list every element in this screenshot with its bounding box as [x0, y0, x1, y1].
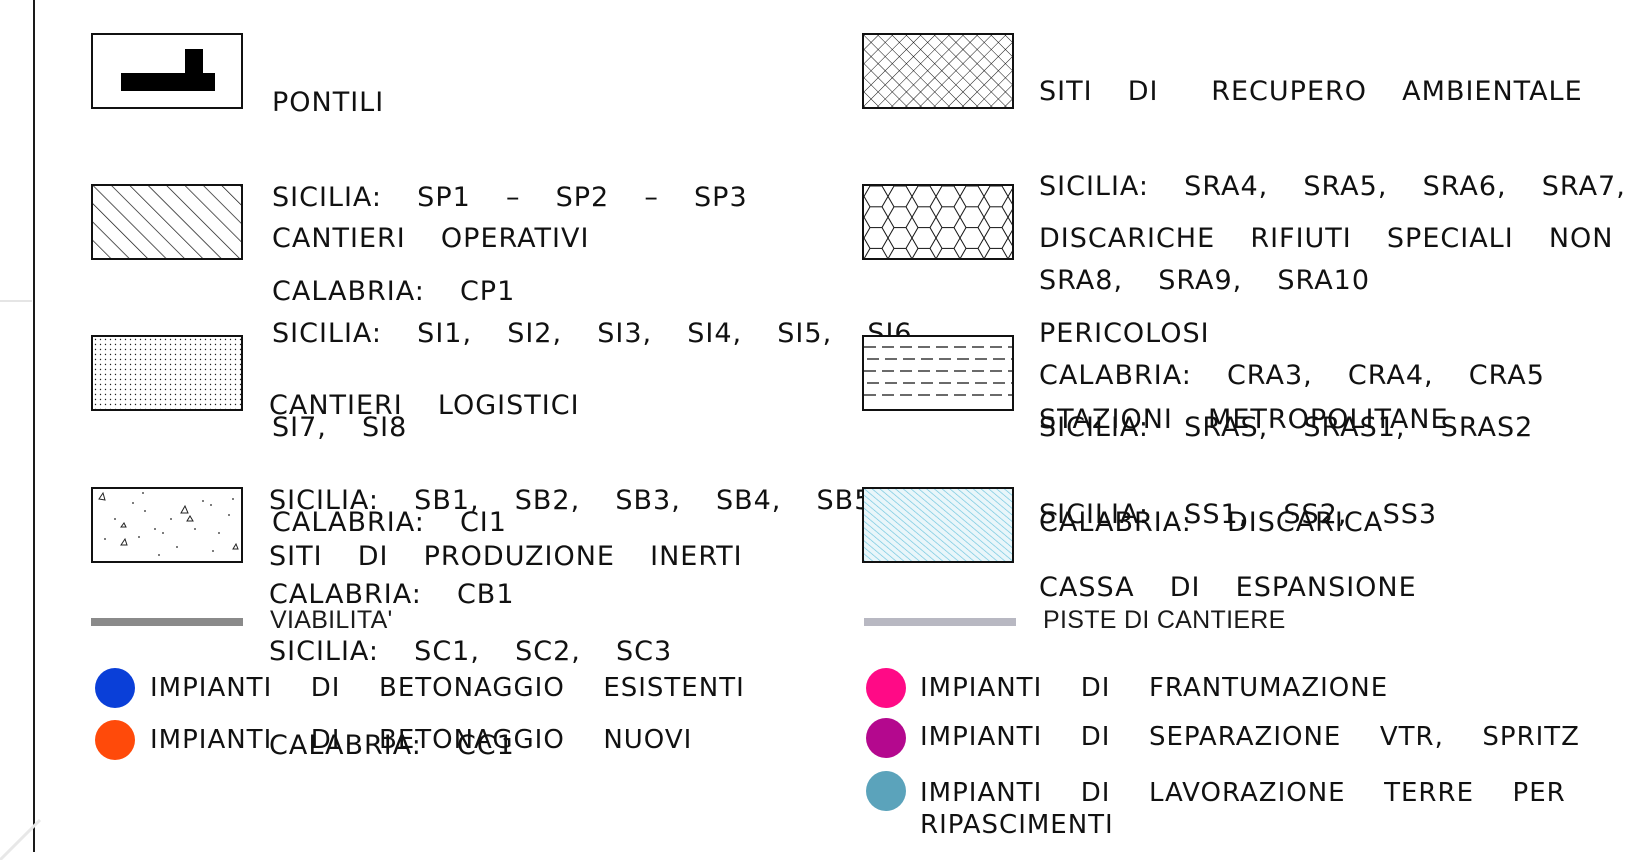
- betonaggio-nuovi-label: IMPIANTI DI BETONAGGIO NUOVI: [150, 725, 693, 755]
- legend-entry-line: CALABRIA: DISCARICA: [1039, 506, 1384, 538]
- frame-border-line: [33, 0, 35, 852]
- separazione-label: IMPIANTI DI SEPARAZIONE VTR, SPRITZ: [920, 722, 1580, 752]
- legend-entry-line: SICILIA: SRAS, SRAS1, SRAS2: [1039, 412, 1534, 443]
- legend-entry-line: SICILIA: SI1, SI2, SI3, SI4, SI5, SI6,: [272, 317, 923, 349]
- lavorazione-terre-label: IMPIANTI DI LAVORAZIONE TERRE PER: [920, 778, 1566, 808]
- lavorazione-terre-label-line2: RIPASCIMENTI: [920, 810, 1114, 840]
- legend-entry-title: STAZIONI METROPOLITANE: [1039, 404, 1449, 435]
- legend-entry-pontili: PONTILI SICILIA: SP1 – SP2 – SP3 CALABRI…: [272, 24, 748, 339]
- cantieri-operativi-hatch-symbol: [91, 184, 243, 260]
- legend-entry-discariche: DISCARICHE RIFIUTI SPECIALI NON PERICOLO…: [1039, 160, 1614, 570]
- legend-entry-cantieri-logistici: CANTIERI LOGISTICI SICILIA: SB1, SB2, SB…: [269, 327, 872, 642]
- legend-entry-line: CALABRIA: CP1: [272, 276, 516, 307]
- siti-recupero-ambientale-crosshatch-symbol: [862, 33, 1014, 109]
- legend-entry-line: CALABRIA: CB1: [269, 579, 515, 610]
- viabilita-line-sample: [91, 618, 243, 626]
- legend-entry-stazioni-metropolitane: STAZIONI METROPOLITANE SICILIA: SS1, SS2…: [1039, 341, 1449, 562]
- pontili-symbol: [91, 33, 243, 109]
- legend-entry-title: PONTILI: [272, 87, 385, 118]
- betonaggio-esistenti-dot: [95, 668, 135, 708]
- legend-entry-line: CALABRIA: CRA3, CRA4, CRA5: [1039, 359, 1545, 391]
- legend-entry-line: PERICOLOSI: [1039, 317, 1210, 349]
- cassa-espansione-symbol: [862, 487, 1014, 563]
- legend-entry-title: CASSA DI ESPANSIONE: [1039, 572, 1417, 603]
- legend-entry-cantieri-operativi: CANTIERI OPERATIVI SICILIA: SI1, SI2, SI…: [272, 160, 922, 570]
- legend-entry-line: SICILIA: SP1 – SP2 – SP3: [272, 181, 748, 213]
- betonaggio-esistenti-label: IMPIANTI DI BETONAGGIO ESISTENTI: [150, 673, 745, 703]
- legend-entry-title: CANTIERI OPERATIVI: [272, 223, 590, 254]
- legend-entry-cassa-espansione: CASSA DI ESPANSIONE: [1039, 509, 1417, 635]
- frantumazione-label: IMPIANTI DI FRANTUMAZIONE: [920, 673, 1389, 703]
- cantieri-logistici-dot-symbol: [91, 335, 243, 411]
- viabilita-label: VIABILITA': [270, 606, 393, 634]
- legend-entry-line: SICILIA: SC1, SC2, SC3: [269, 635, 673, 667]
- legend-entry-title: DISCARICHE RIFIUTI SPECIALI NON: [1039, 223, 1614, 254]
- frame-corner-mark: [0, 818, 42, 860]
- legend-entry-line: CALABRIA: CC1: [269, 730, 515, 761]
- piste-cantiere-label: PISTE DI CANTIERE: [1043, 606, 1286, 634]
- legend-entry-line: CALABRIA: CI1: [272, 506, 507, 538]
- separazione-dot: [866, 718, 906, 758]
- frame-tick-mark: [0, 300, 32, 302]
- siti-produzione-inerti-symbol: [91, 487, 243, 563]
- legend-entry-line: SICILIA: SS1, SS2, SS3: [1039, 498, 1438, 530]
- legend-entry-line: SRA8, SRA9, SRA10: [1039, 265, 1371, 296]
- legend-entry-title: SITI DI PRODUZIONE INERTI: [269, 541, 743, 572]
- frantumazione-dot: [866, 668, 906, 708]
- stazioni-metropolitane-dash-symbol: [862, 335, 1014, 411]
- lavorazione-terre-dot: [866, 771, 906, 811]
- discariche-hexagon-symbol: [862, 184, 1014, 260]
- legend-entry-title: SITI DI RECUPERO AMBIENTALE: [1039, 76, 1583, 107]
- piste-cantiere-line-sample: [864, 618, 1016, 626]
- legend-entry-line: SICILIA: SRA4, SRA5, SRA6, SRA7,: [1039, 170, 1626, 202]
- legend-entry-title: CANTIERI LOGISTICI: [269, 390, 580, 421]
- legend-entry-siti-produzione-inerti: SITI DI PRODUZIONE INERTI SICILIA: SC1, …: [269, 478, 743, 793]
- betonaggio-nuovi-dot: [95, 720, 135, 760]
- legend-entry-siti-recupero-ambientale: SITI DI RECUPERO AMBIENTALE SICILIA: SRA…: [1039, 13, 1626, 423]
- legend-entry-line: SI7, SI8: [272, 412, 408, 443]
